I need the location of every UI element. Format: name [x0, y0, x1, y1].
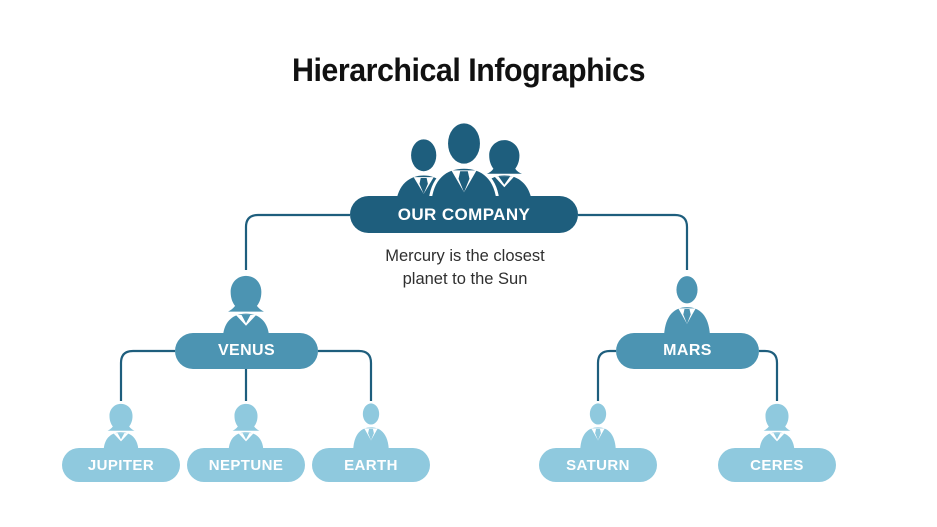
connector-root-venus	[244, 213, 350, 270]
node-ceres: CERES	[718, 448, 836, 482]
page-title: Hierarchical Infographics	[291, 52, 646, 88]
node-earth-label: EARTH	[344, 456, 398, 474]
node-venus-label: VENUS	[217, 342, 276, 359]
node-saturn: SATURN	[539, 448, 657, 482]
businesswoman-silhouette-icon	[222, 399, 270, 451]
node-earth: EARTH	[312, 448, 430, 482]
node-venus: VENUS	[175, 333, 318, 369]
connector-venus-jupiter	[119, 349, 175, 401]
root-description: Mercury is the closest planet to the Sun	[0, 245, 930, 291]
node-neptune: NEPTUNE	[187, 448, 305, 482]
node-mars: MARS	[616, 333, 759, 369]
root-description-line1: Mercury is the closest	[385, 247, 545, 265]
node-saturn-label: SATURN	[566, 456, 630, 474]
businessman-silhouette-icon	[574, 399, 622, 451]
node-mars-label: MARS	[663, 342, 712, 359]
node-jupiter: JUPITER	[62, 448, 180, 482]
node-ceres-label: CERES	[750, 456, 804, 474]
node-neptune-label: NEPTUNE	[208, 456, 284, 474]
businessman-silhouette-icon	[347, 399, 395, 451]
connector-root-mars	[578, 213, 689, 270]
businesswoman-silhouette-icon	[214, 271, 278, 337]
businessman-silhouette-icon	[656, 271, 718, 337]
businesswoman-silhouette-icon	[753, 399, 801, 451]
team-silhouette-icon	[372, 120, 556, 204]
node-our-company: OUR COMPANY	[350, 196, 578, 233]
node-jupiter-label: JUPITER	[87, 456, 155, 474]
root-description-line2: planet to the Sun	[402, 270, 528, 289]
node-our-company-label: OUR COMPANY	[397, 204, 531, 224]
connector-mars-saturn	[596, 349, 616, 401]
connector-mars-ceres	[759, 349, 779, 401]
connector-venus-earth	[318, 349, 373, 401]
businesswoman-silhouette-icon	[97, 399, 145, 451]
